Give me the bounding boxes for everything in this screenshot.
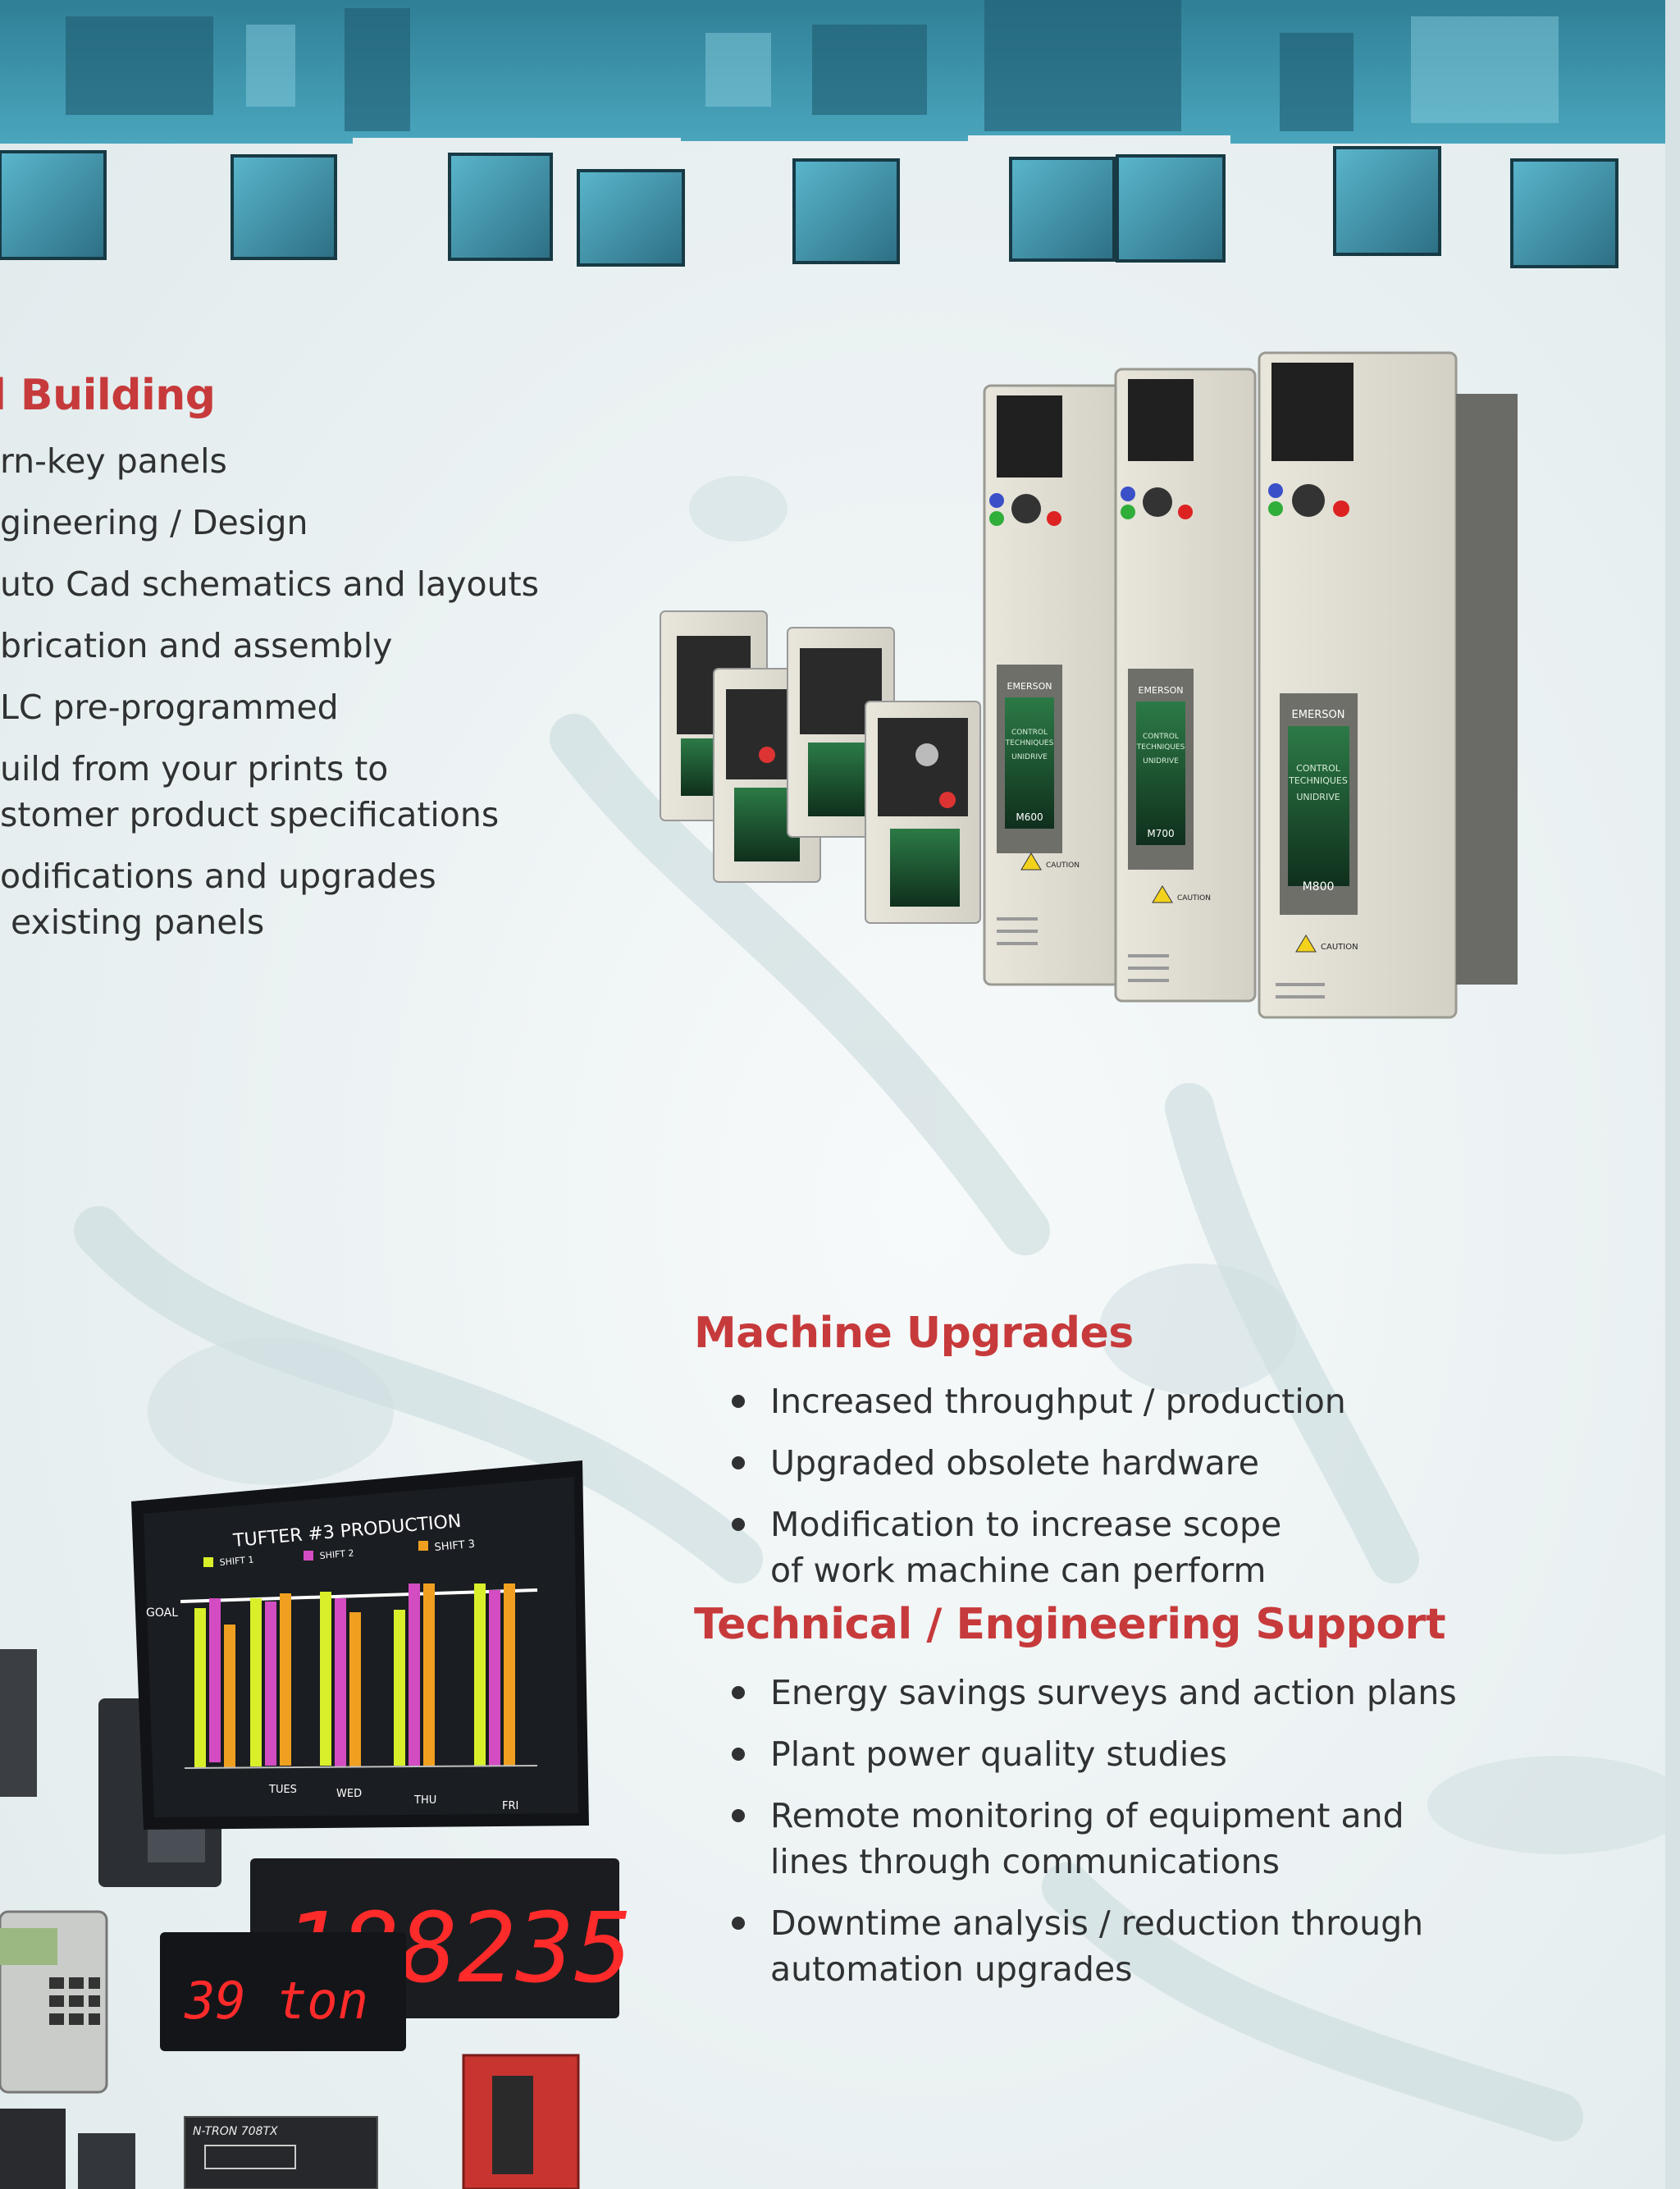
drive-line1: CONTROL bbox=[1011, 729, 1048, 737]
bullet-icon bbox=[732, 1809, 745, 1822]
unidrive-m700: EMERSON CONTROL TECHNIQUES UNIDRIVE M700… bbox=[1114, 368, 1257, 1003]
keypad-hmi bbox=[0, 1910, 108, 2094]
drive-series: UNIDRIVE bbox=[1011, 753, 1048, 761]
small-counter: 39 ton bbox=[184, 1971, 368, 2031]
drive-series: UNIDRIVE bbox=[1296, 792, 1340, 802]
drive-line2: TECHNIQUES bbox=[1005, 739, 1054, 747]
bullet-icon bbox=[732, 1456, 745, 1469]
emerson-unidrive-products-image: EMERSON CONTROL TECHNIQUES UNIDRIVE M600… bbox=[660, 351, 1518, 1019]
list-item: Increased throughput / production bbox=[694, 1378, 1346, 1424]
large-led-display: 188235 bbox=[250, 1858, 632, 2018]
day-label: WED bbox=[336, 1788, 362, 1800]
day-label: THU bbox=[413, 1794, 436, 1807]
production-monitor: TUFTER #3 PRODUCTION SHIFT 1 SHIFT 2 SHI… bbox=[131, 1460, 589, 1830]
ethernet-switch: N-TRON 708TX bbox=[184, 2116, 378, 2189]
bullet-icon bbox=[732, 1748, 745, 1761]
bullet-icon bbox=[732, 1518, 745, 1531]
small-drive bbox=[865, 701, 981, 924]
small-led-display: 39 ton bbox=[160, 1932, 406, 2051]
drive-model: M700 bbox=[1147, 828, 1174, 839]
machine-upgrades-heading: Machine Upgrades bbox=[694, 1309, 1134, 1358]
unidrive-m600: EMERSON CONTROL TECHNIQUES UNIDRIVE M600… bbox=[983, 384, 1125, 986]
technical-support-list: Energy savings surveys and action plans … bbox=[694, 1670, 1457, 2008]
list-item: gineering / Design bbox=[0, 503, 308, 542]
list-item: uild from your prints to stomer product … bbox=[0, 749, 500, 834]
day-label: TUES bbox=[268, 1784, 297, 1796]
panel-building-heading: l Building bbox=[0, 371, 216, 420]
drive-line2: TECHNIQUES bbox=[1288, 775, 1348, 786]
legend-shift-2: SHIFT 2 bbox=[319, 1547, 354, 1561]
legend-shift-1: SHIFT 1 bbox=[219, 1554, 254, 1568]
bullet-icon bbox=[732, 1395, 745, 1408]
goal-label: GOAL bbox=[146, 1606, 178, 1620]
list-item: odifications and upgrades existing panel… bbox=[0, 857, 436, 942]
drive-brand: EMERSON bbox=[1139, 685, 1184, 696]
relay-module bbox=[78, 2133, 135, 2189]
drive-brand: EMERSON bbox=[1292, 709, 1345, 721]
list-item: Plant power quality studies bbox=[694, 1731, 1457, 1777]
red-gateway-module bbox=[462, 2054, 580, 2189]
list-item: uto Cad schematics and layouts bbox=[0, 564, 540, 604]
unidrive-m800: EMERSON CONTROL TECHNIQUES UNIDRIVE M800… bbox=[1258, 351, 1518, 1019]
drive-line2: TECHNIQUES bbox=[1136, 743, 1185, 752]
drive-line1: CONTROL bbox=[1143, 733, 1179, 741]
caution-label: CAUTION bbox=[1177, 894, 1211, 903]
caution-label: CAUTION bbox=[1321, 943, 1358, 952]
list-item: Energy savings surveys and action plans bbox=[694, 1670, 1457, 1716]
drive-line1: CONTROL bbox=[1296, 763, 1341, 774]
io-module bbox=[0, 1649, 37, 1797]
day-label: FRI bbox=[502, 1800, 518, 1812]
legend-shift-3: SHIFT 3 bbox=[434, 1538, 476, 1554]
machine-upgrades-list: Increased throughput / production Upgrad… bbox=[694, 1378, 1346, 1609]
panel-building-list: rn-key panels gineering / Design uto Cad… bbox=[0, 438, 539, 961]
list-item: rn-key panels bbox=[0, 441, 227, 481]
list-item: brication and assembly bbox=[0, 626, 393, 665]
drive-brand: EMERSON bbox=[1007, 681, 1052, 692]
caution-label: CAUTION bbox=[1046, 861, 1080, 870]
technical-engineering-support-heading: Technical / Engineering Support bbox=[694, 1600, 1446, 1649]
list-item: LC pre-programmed bbox=[0, 688, 339, 727]
bullet-icon bbox=[732, 1917, 745, 1930]
terminal-block bbox=[0, 2109, 66, 2189]
bullet-icon bbox=[732, 1686, 745, 1699]
list-item: Upgraded obsolete hardware bbox=[694, 1440, 1346, 1486]
bar-group bbox=[194, 1583, 515, 1768]
drive-model: M600 bbox=[1016, 811, 1043, 823]
hmi-displays-products-image: TUFTER #3 PRODUCTION SHIFT 1 SHIFT 2 SHI… bbox=[0, 1460, 632, 2189]
drive-model: M800 bbox=[1303, 880, 1335, 893]
drive-series: UNIDRIVE bbox=[1143, 757, 1179, 765]
header-photo-strip bbox=[0, 0, 1665, 268]
switch-label: N-TRON 708TX bbox=[193, 2125, 278, 2138]
